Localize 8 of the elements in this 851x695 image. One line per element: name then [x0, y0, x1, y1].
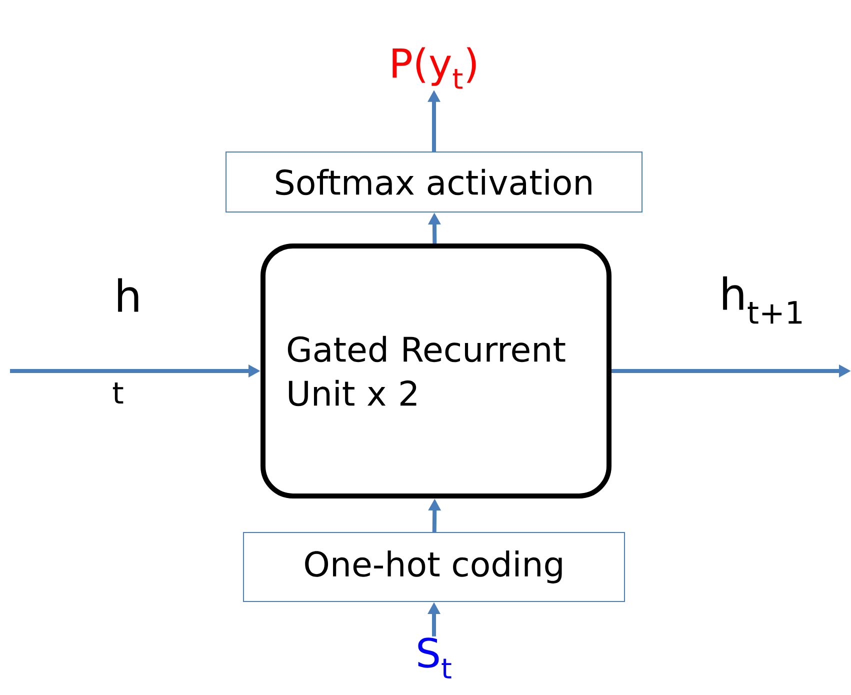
- process-box: Softmax activation: [226, 151, 642, 212]
- state-label: h: [118, 278, 138, 312]
- state-label: t: [112, 382, 124, 404]
- state-label: h$_{t+1}$: [723, 276, 802, 324]
- process-box: Gated Recurrent Unit x 2: [260, 243, 612, 498]
- input-label: S$_{t}$: [418, 638, 452, 678]
- output-label: P(y$_{t}$): [392, 47, 476, 89]
- process-box: One-hot coding: [243, 532, 625, 602]
